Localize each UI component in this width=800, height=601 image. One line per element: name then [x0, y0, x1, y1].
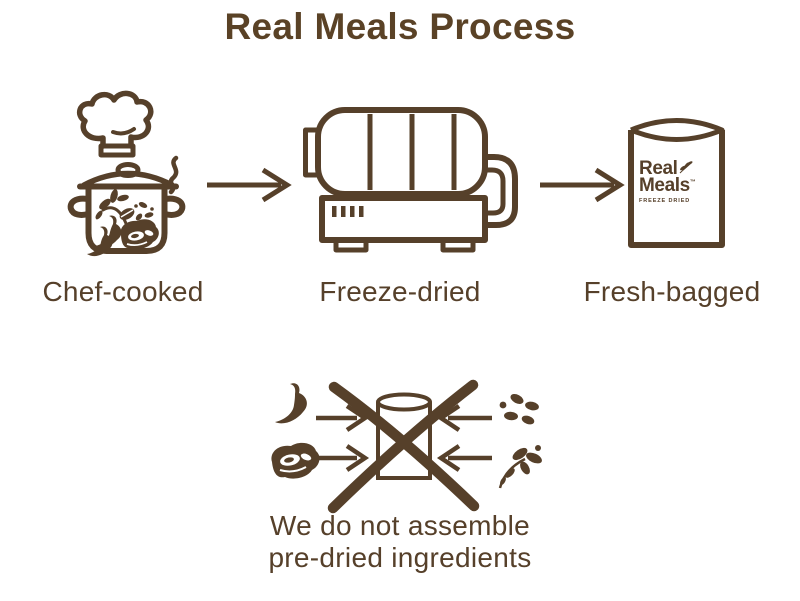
arrow-right-icon — [316, 444, 370, 472]
no-assembly-caption: We do not assemble pre-dried ingredients — [200, 510, 600, 574]
no-assembly-illustration — [271, 379, 542, 514]
real-meals-logo: Real Meals™ FREEZE DRIED — [639, 158, 696, 204]
caption-line-2: pre-dried ingredients — [268, 542, 532, 574]
right-arrow-icon — [207, 167, 292, 203]
arrow-left-icon — [436, 404, 492, 432]
arrow-right-icon — [316, 404, 370, 432]
chili-icon — [275, 383, 307, 424]
logo-word-real: Real — [639, 158, 678, 179]
trademark-symbol: ™ — [689, 180, 696, 187]
seeds-icon — [499, 394, 539, 425]
herb-sprig-icon — [498, 445, 542, 489]
logo-subtext: FREEZE DRIED — [639, 197, 691, 204]
bag-outline — [628, 118, 725, 248]
caption-line-1: We do not assemble — [269, 510, 531, 541]
steak-icon — [271, 442, 320, 479]
freeze-dryer-icon — [303, 107, 518, 253]
pot-ingredients — [87, 189, 159, 257]
page-title: Real Meals Process — [224, 6, 576, 47]
real-meals-bag-icon: Real Meals™ FREEZE DRIED — [626, 106, 727, 250]
chef-pot-icon — [67, 90, 186, 257]
logo-word-meals: Meals — [639, 175, 690, 197]
step-label-fresh-bagged: Fresh-bagged — [583, 276, 761, 307]
step-label-chef-cooked: Chef-cooked — [42, 276, 204, 307]
arrow-left-icon — [436, 444, 492, 472]
wheat-sprig-icon — [679, 161, 693, 174]
indicator-lights — [332, 206, 364, 217]
container-icon — [376, 392, 432, 480]
right-arrow-icon — [540, 167, 625, 203]
step-label-freeze-dried: Freeze-dried — [319, 276, 481, 307]
cross-out-x-icon — [327, 379, 480, 514]
